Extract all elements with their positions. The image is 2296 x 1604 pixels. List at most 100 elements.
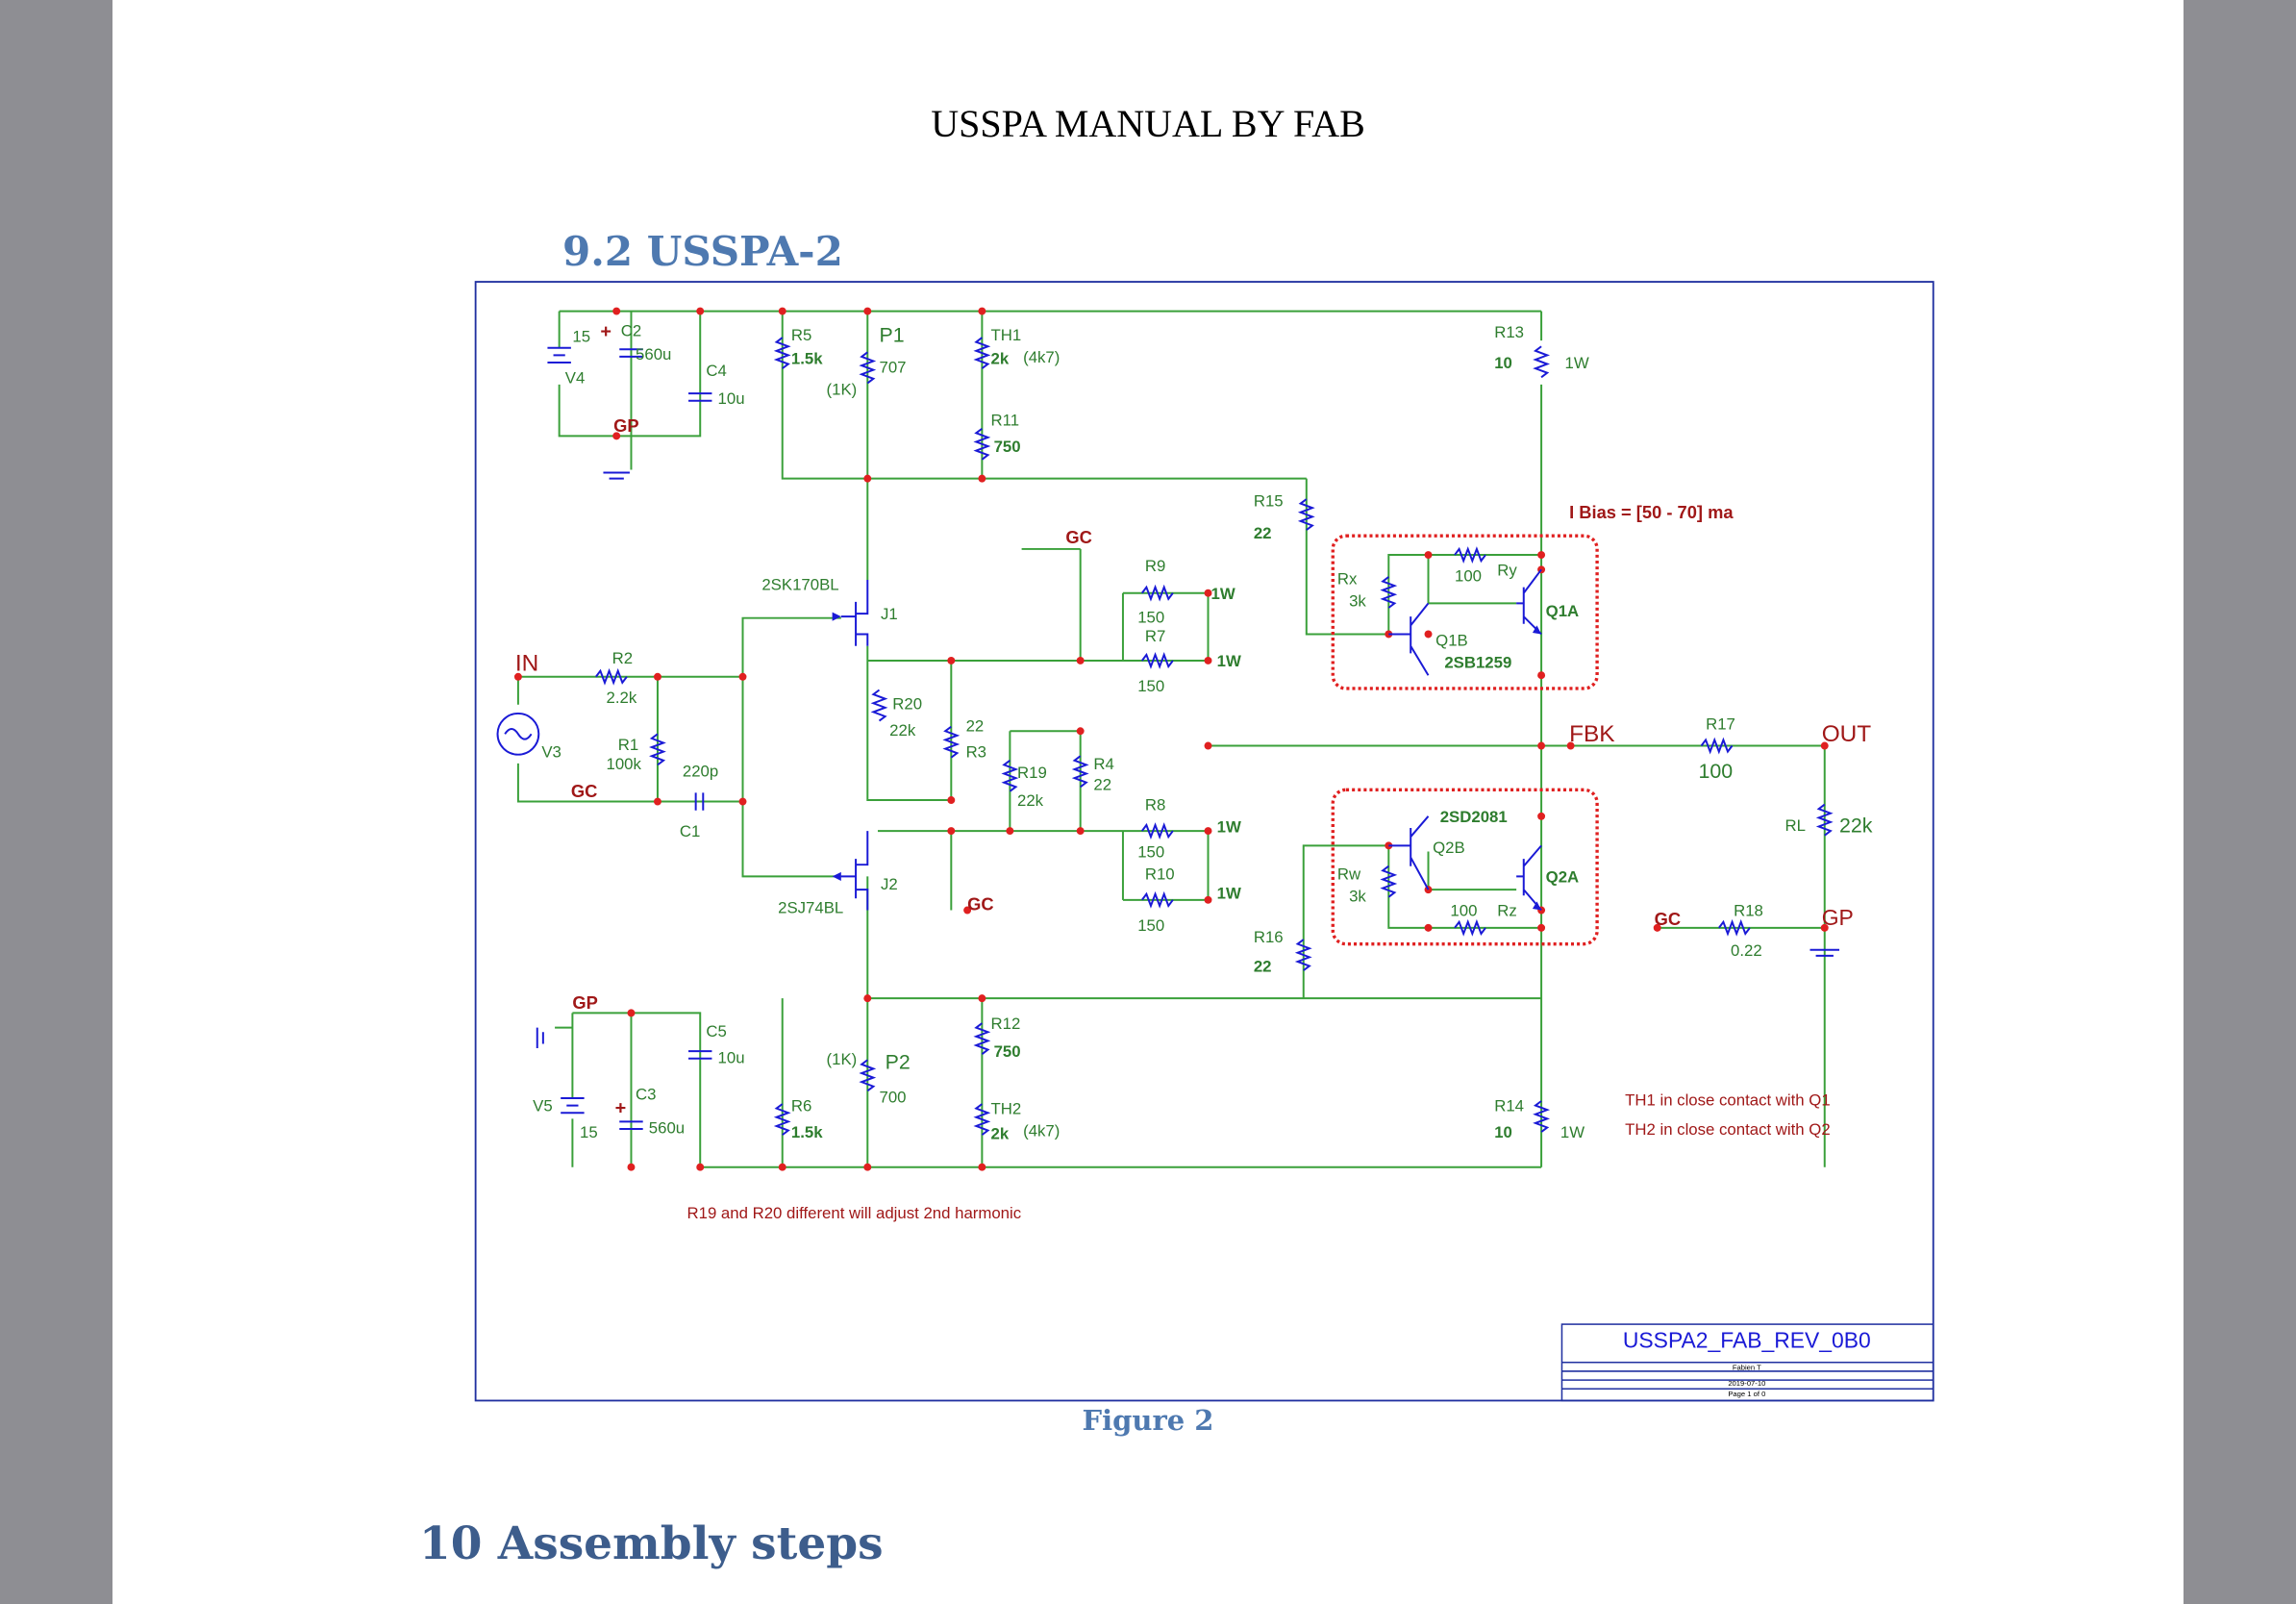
- net-gc-j2: GC: [967, 894, 993, 915]
- label-rz-val: 100: [1450, 902, 1477, 920]
- label-r6-val: 1.5k: [791, 1123, 823, 1141]
- label-r7-val: 150: [1137, 677, 1164, 695]
- label-r7-name: R7: [1145, 627, 1165, 645]
- label-p1-note: (1K): [827, 381, 858, 399]
- label-r6-name: R6: [791, 1097, 811, 1115]
- label-r14-name: R14: [1494, 1097, 1524, 1115]
- label-rw-name: Rw: [1337, 865, 1361, 883]
- label-r15-name: R15: [1254, 492, 1284, 511]
- label-r20-name: R20: [892, 694, 922, 713]
- label-p2-note: (1K): [827, 1050, 858, 1068]
- label-v4-name: V4: [565, 368, 586, 387]
- label-j1-name: J1: [881, 605, 898, 623]
- label-c3-name: C3: [636, 1085, 656, 1103]
- label-c1-name: C1: [680, 822, 700, 840]
- label-r5-val: 1.5k: [791, 350, 823, 368]
- harmonic-note: R19 and R20 different will adjust 2nd ha…: [686, 1204, 1021, 1222]
- label-c4-name: C4: [706, 362, 726, 380]
- label-c1-val: 220p: [683, 763, 718, 781]
- label-c2-name: C2: [621, 322, 641, 340]
- net-gc-r18: GC: [1655, 909, 1681, 929]
- label-ry-name: Ry: [1497, 561, 1517, 579]
- label-r3-val: 22: [966, 716, 985, 735]
- label-rw-val: 3k: [1349, 887, 1366, 905]
- label-r8-pow: 1W: [1217, 818, 1241, 837]
- label-rx-val: 3k: [1349, 591, 1366, 610]
- label-q1b: Q1B: [1435, 632, 1468, 650]
- section-heading: 9.2 USSPA-2: [562, 228, 843, 275]
- label-r13-pow: 1W: [1565, 354, 1589, 372]
- wires: [516, 310, 1826, 1168]
- label-r15-val: 22: [1254, 524, 1272, 542]
- bias-note: I Bias = [50 - 70] ma: [1569, 502, 1734, 522]
- schematic-frame: [474, 281, 1934, 1402]
- label-r3-name: R3: [966, 743, 986, 762]
- label-r10-val: 150: [1137, 916, 1164, 935]
- label-q1a: Q1A: [1546, 602, 1580, 620]
- label-r7-pow: 1W: [1217, 652, 1241, 670]
- net-gp-out: GP: [1822, 905, 1854, 930]
- net-gp-bottom: GP: [572, 992, 597, 1013]
- net-gc-top: GC: [1065, 527, 1091, 547]
- label-c5-name: C5: [706, 1022, 726, 1040]
- label-r19-val: 22k: [1017, 791, 1044, 810]
- label-ry-val: 100: [1455, 567, 1482, 586]
- label-r4-name: R4: [1093, 755, 1113, 773]
- label-r18-val: 0.22: [1731, 941, 1762, 960]
- q2-bias-box: [1331, 788, 1599, 946]
- net-fbk: FBK: [1569, 721, 1614, 747]
- junctions: [513, 307, 1829, 1171]
- svg-text:+: +: [615, 1098, 627, 1119]
- label-th1-note: (4k7): [1023, 348, 1060, 366]
- label-r10-name: R10: [1145, 865, 1175, 883]
- label-v3-name: V3: [541, 743, 562, 762]
- net-in: IN: [515, 651, 538, 677]
- label-r12-name: R12: [991, 1015, 1021, 1033]
- label-v4-val: 15: [572, 328, 590, 346]
- label-rl-val: 22k: [1839, 815, 1873, 838]
- label-r4-val: 22: [1093, 775, 1111, 793]
- label-q2b: Q2B: [1433, 839, 1465, 857]
- label-th1-val: 2k: [991, 350, 1010, 368]
- label-q2-part: 2SD2081: [1440, 808, 1508, 826]
- label-rl-name: RL: [1785, 816, 1806, 835]
- label-r16-val: 22: [1254, 958, 1272, 976]
- label-q1-part: 2SB1259: [1444, 654, 1511, 672]
- title-block-title: USSPA2_FAB_REV_0B0: [1623, 1328, 1871, 1353]
- label-r8-name: R8: [1145, 796, 1165, 815]
- label-c4-val: 10u: [718, 389, 745, 408]
- label-r9-val: 150: [1137, 608, 1164, 626]
- label-r5-name: R5: [791, 326, 811, 344]
- label-r9-pow: 1W: [1211, 585, 1235, 603]
- label-v5-val: 15: [580, 1123, 598, 1141]
- label-p1-name: P1: [879, 324, 904, 347]
- title-block-date: 2019-07-10: [1728, 1379, 1765, 1388]
- label-r17-name: R17: [1706, 715, 1735, 734]
- svg-text:+: +: [600, 321, 611, 342]
- label-r14-pow: 1W: [1560, 1123, 1585, 1141]
- label-r20-val: 22k: [889, 721, 916, 739]
- arrows: [832, 612, 1542, 911]
- label-c3-val: 560u: [649, 1119, 685, 1138]
- title-block-author: Fabien T: [1733, 1363, 1761, 1371]
- label-r14-val: 10: [1494, 1123, 1512, 1141]
- label-th2-name: TH2: [991, 1100, 1022, 1118]
- label-p1-val: 707: [879, 359, 906, 377]
- label-r11-name: R11: [991, 412, 1020, 430]
- label-r17-val: 100: [1698, 760, 1733, 783]
- label-j2-part: 2SJ74BL: [778, 899, 843, 917]
- label-r1-name: R1: [618, 736, 638, 754]
- next-section-heading: 10 Assembly steps: [419, 1517, 884, 1570]
- label-rx-name: Rx: [1337, 570, 1358, 589]
- label-th2-note: (4k7): [1023, 1122, 1060, 1140]
- label-r8-val: 150: [1137, 843, 1164, 862]
- component-labels: 15 V4 + C2 560u C4 10u R5 1.5k P1 707 (1…: [533, 321, 1873, 1143]
- label-c2-val: 560u: [636, 345, 671, 363]
- label-th2-val: 2k: [991, 1125, 1010, 1143]
- label-r1-val: 100k: [607, 755, 642, 773]
- net-gc-in: GC: [571, 781, 597, 801]
- net-out: OUT: [1822, 721, 1872, 747]
- label-r18-name: R18: [1734, 902, 1763, 920]
- label-v5-name: V5: [533, 1097, 553, 1115]
- th1-note: TH1 in close contact with Q1: [1625, 1091, 1831, 1110]
